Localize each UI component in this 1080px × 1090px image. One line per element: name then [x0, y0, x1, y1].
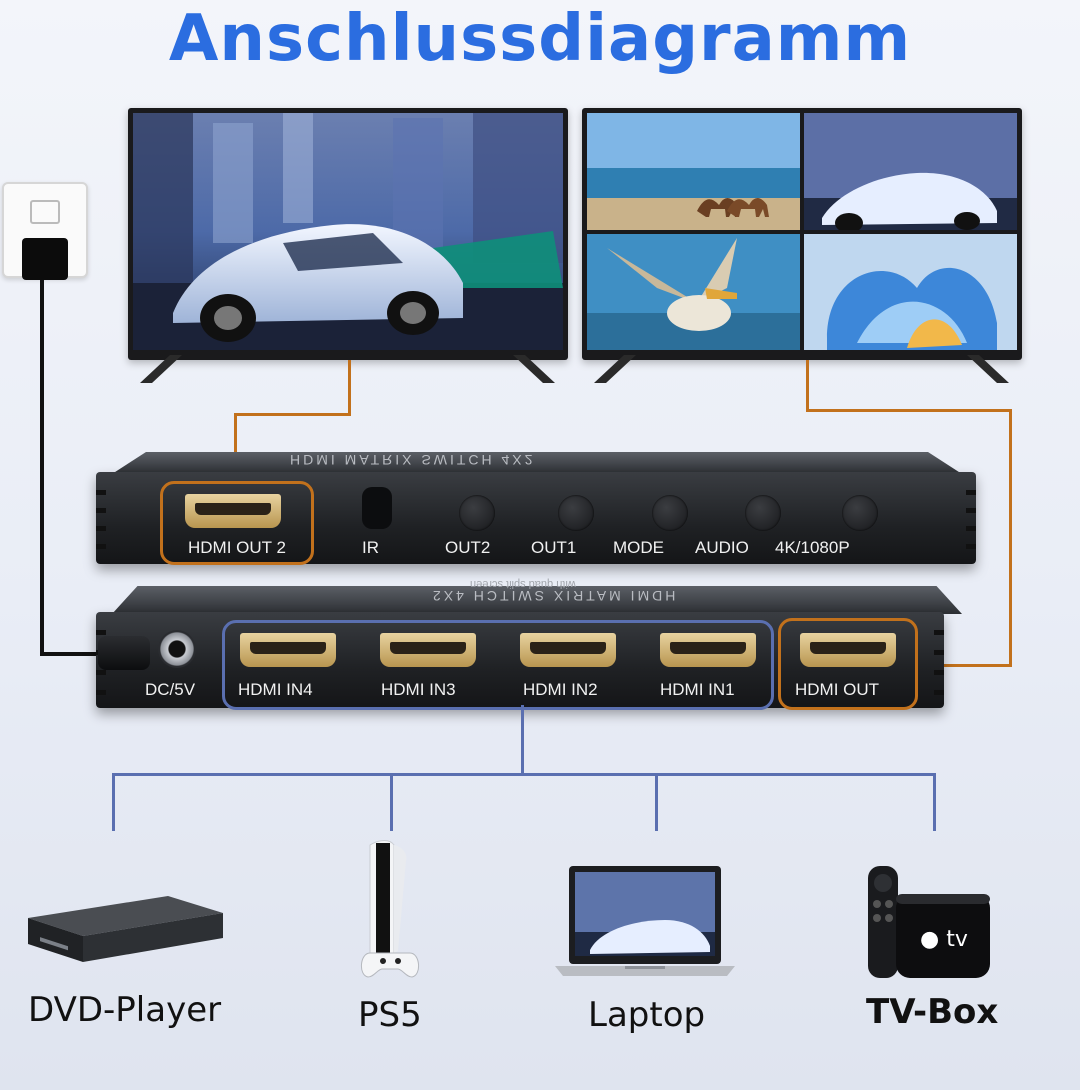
page-title: Anschlussdiagramm — [168, 2, 912, 76]
hdmi-out-port — [800, 633, 896, 667]
hdmi-in2-port — [520, 633, 616, 667]
hdmi-out-2-label: HDMI OUT 2 — [188, 538, 286, 557]
hdmi-out-highlight — [778, 618, 918, 710]
hdmi-out-label: HDMI OUT — [795, 680, 880, 699]
out1-button[interactable] — [558, 495, 594, 531]
outlet-slots — [30, 200, 60, 224]
dvd-player-label: DVD-Player — [28, 990, 222, 1030]
tv-right-screen — [587, 113, 1017, 350]
dvd-player-image — [28, 896, 223, 962]
mode-button[interactable] — [652, 495, 688, 531]
tv-left — [128, 108, 568, 360]
tv-left-screen — [133, 113, 563, 350]
dc-5v-label: DC/5V — [145, 680, 196, 699]
tv-right — [582, 108, 1022, 360]
tv-box-label: TV-Box — [866, 992, 999, 1032]
ir-sensor — [362, 487, 392, 529]
dc-jack — [158, 630, 196, 668]
hdmi-in4-label: HDMI IN4 — [238, 680, 313, 699]
resolution-button[interactable] — [842, 495, 878, 531]
bottom-unit-model-text: HDMI MATRIX SWITCH 4X2 — [430, 588, 676, 604]
hdmi-out-2-port — [185, 494, 281, 528]
tv-right-stand — [594, 355, 1009, 383]
laptop-image — [555, 866, 735, 976]
svg-text:● tv: ● tv — [920, 927, 968, 952]
dc-plug — [98, 636, 150, 670]
tv-box-image: ● tv — [868, 866, 990, 978]
hdmi-inputs-highlight — [222, 620, 774, 710]
tv-left-stand — [140, 355, 555, 383]
audio-label: AUDIO — [695, 538, 749, 557]
hdmi-in1-port — [660, 633, 756, 667]
bottom-unit-sub-text: with quad split screen — [470, 578, 576, 590]
hdmi-in3-port — [380, 633, 476, 667]
out2-label: OUT2 — [445, 538, 491, 557]
hdmi-in2-label: HDMI IN2 — [523, 680, 598, 699]
laptop-label: Laptop — [588, 995, 706, 1035]
ps5-label: PS5 — [358, 995, 422, 1035]
ps5-image — [361, 840, 419, 978]
hdmi-out-2-highlight — [160, 481, 314, 565]
hdmi-in1-label: HDMI IN1 — [660, 680, 735, 699]
mode-label: MODE — [613, 538, 664, 557]
out1-label: OUT1 — [531, 538, 577, 557]
hdmi-in3-label: HDMI IN3 — [381, 680, 456, 699]
resolution-label: 4K/1080P — [775, 538, 850, 557]
out2-button[interactable] — [459, 495, 495, 531]
audio-button[interactable] — [745, 495, 781, 531]
power-adapter — [22, 238, 68, 280]
top-unit-model-text: HDMI MATRIX SWITCH 4X2 — [290, 452, 536, 468]
hdmi-in4-port — [240, 633, 336, 667]
ir-label: IR — [362, 538, 379, 557]
